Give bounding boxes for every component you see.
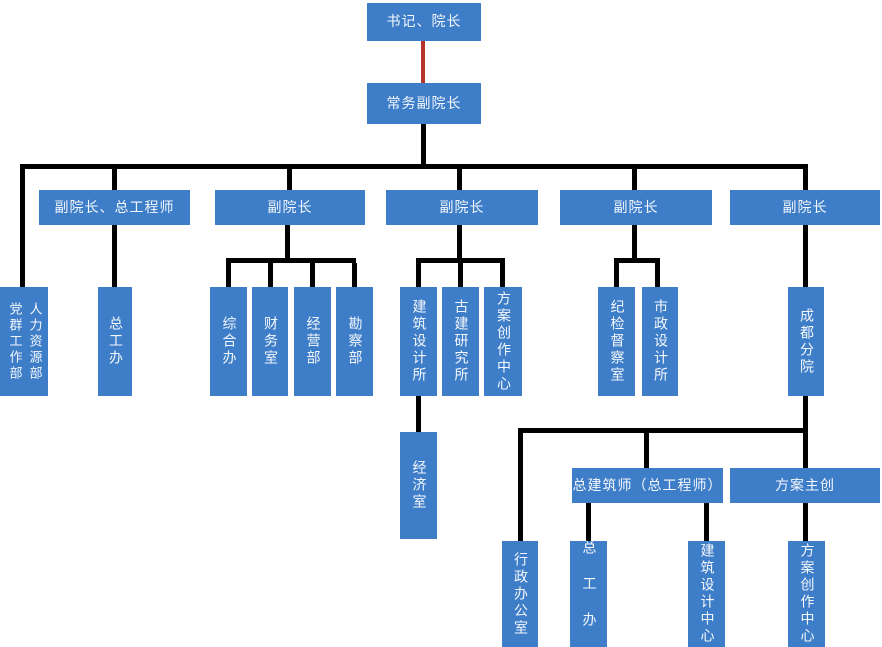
node-architectural-design-center-label: 建筑设计中心 [698, 543, 715, 645]
node-survey-dept: 勘察部 [336, 287, 373, 396]
node-economics-office-label: 经济室 [410, 460, 427, 511]
node-secretary-dean: 书记、院长 [367, 3, 481, 41]
node-secretary-dean-label: 书记、院长 [386, 14, 462, 30]
node-branch-chief-engineer-office-label: 总工办 [580, 540, 597, 647]
node-vice-dean-4: 副院长 [560, 190, 712, 225]
node-scheme-creation-center-label: 方案创作中心 [495, 290, 511, 393]
connector-drop-vice-dean-3 [457, 169, 462, 190]
connector-secretary-to-executive [421, 41, 425, 83]
node-chief-engineer-office: 总工办 [98, 287, 132, 396]
node-operations-dept: 经营部 [294, 287, 331, 396]
node-scheme-lead-label: 方案主创 [775, 477, 835, 494]
connector-drop-vice-dean-4 [632, 169, 637, 190]
node-vice-dean-2: 副院长 [215, 190, 365, 225]
node-ancient-architecture-institute: 古建研究所 [442, 287, 479, 396]
node-discipline-inspection-office-label: 纪检督察室 [608, 299, 625, 384]
node-municipal-design-institute-label: 市政设计所 [652, 299, 668, 384]
connector-drop-vice-dean-1 [112, 169, 117, 190]
connector-drop-arch-design-center [704, 503, 709, 541]
node-branch-scheme-creation-center: 方案创作中心 [788, 541, 825, 647]
node-architectural-design-institute: 建筑设计所 [400, 287, 437, 396]
node-party-mass-and-hr-depts: 党群工作部 人力资源部 [0, 287, 48, 396]
node-survey-dept-label: 勘察部 [346, 316, 363, 367]
connector-drop-left-depts [20, 169, 25, 287]
node-vice-dean-2-label: 副院长 [267, 199, 313, 216]
connector-vd4-horizontal [614, 258, 660, 263]
node-economics-office: 经济室 [400, 432, 437, 539]
node-finance-office-label: 财务室 [262, 316, 278, 367]
connector-vd2-stem [285, 225, 290, 258]
connector-drop-vice-dean-5 [803, 169, 808, 190]
connector-vd1-to-office [112, 225, 117, 287]
connector-vd4-stem [632, 225, 637, 258]
node-vice-dean-5: 副院长 [730, 190, 880, 225]
node-finance-office: 财务室 [252, 287, 288, 396]
node-vice-dean-5-label: 副院长 [782, 199, 828, 216]
connector-vd3-stem [457, 225, 462, 258]
node-municipal-design-institute: 市政设计所 [642, 287, 678, 396]
connector-drop-operations-dept [310, 263, 315, 287]
node-discipline-inspection-office: 纪检督察室 [598, 287, 635, 396]
connector-arch-to-economics [416, 395, 421, 432]
node-architectural-design-center: 建筑设计中心 [688, 541, 725, 647]
connector-drop-scheme-creation-center [500, 263, 505, 287]
node-administrative-office: 行政办公室 [502, 541, 538, 647]
connector-executive-stem [421, 124, 426, 166]
node-operations-dept-label: 经营部 [304, 316, 321, 367]
node-administrative-office-label: 行政办公室 [512, 551, 528, 637]
connector-drop-survey-dept [352, 263, 357, 287]
connector-vd5-to-chengdu [803, 225, 808, 287]
node-vice-dean-3-label: 副院长 [439, 199, 485, 216]
connector-drop-chief-architect [644, 433, 649, 468]
node-chief-architect: 总建筑师（总工程师） [572, 468, 723, 503]
node-architectural-design-institute-label: 建筑设计所 [410, 299, 427, 384]
node-party-mass-work-dept-label: 党群工作部 [6, 301, 22, 382]
connector-drop-general-office [226, 263, 231, 287]
node-general-office: 综合办 [210, 287, 247, 396]
node-vice-dean-chief-engineer-label: 副院长、总工程师 [54, 199, 175, 216]
connector-drop-finance-office [268, 263, 273, 287]
connector-drop-municipal-institute [655, 263, 660, 287]
connector-drop-arch-design-institute [416, 263, 421, 287]
node-ancient-architecture-institute-label: 古建研究所 [452, 299, 469, 384]
connector-drop-discipline-office [614, 263, 619, 287]
connector-vd2-horizontal [226, 258, 356, 263]
node-scheme-creation-center: 方案创作中心 [484, 287, 522, 396]
node-chief-engineer-office-label: 总工办 [107, 316, 123, 367]
connector-chengdu-horizontal [518, 428, 808, 433]
node-vice-dean-4-label: 副院长 [613, 199, 659, 216]
node-branch-scheme-creation-center-label: 方案创作中心 [798, 543, 815, 645]
node-chief-architect-label: 总建筑师（总工程师） [572, 477, 723, 494]
connector-drop-branch-chief-engineer-office [586, 503, 591, 541]
node-hr-dept-label: 人力资源部 [26, 301, 42, 382]
connector-drop-branch-scheme-center [803, 503, 808, 541]
node-executive-vice-dean: 常务副院长 [367, 83, 481, 124]
connector-drop-administrative-office [518, 433, 523, 541]
connector-drop-ancient-arch-institute [458, 263, 463, 287]
node-general-office-label: 综合办 [220, 316, 237, 367]
connector-vd3-horizontal [416, 258, 505, 263]
node-executive-vice-dean-label: 常务副院长 [386, 95, 462, 112]
connector-main-horizontal [20, 164, 808, 169]
node-vice-dean-3: 副院长 [386, 190, 538, 225]
node-vice-dean-chief-engineer: 副院长、总工程师 [39, 190, 190, 225]
node-scheme-lead: 方案主创 [730, 468, 880, 503]
connector-drop-vice-dean-2 [287, 169, 292, 190]
node-chengdu-branch: 成都分院 [788, 287, 824, 396]
node-chengdu-branch-label: 成都分院 [798, 307, 814, 376]
node-branch-chief-engineer-office: 总工办 [570, 540, 607, 647]
